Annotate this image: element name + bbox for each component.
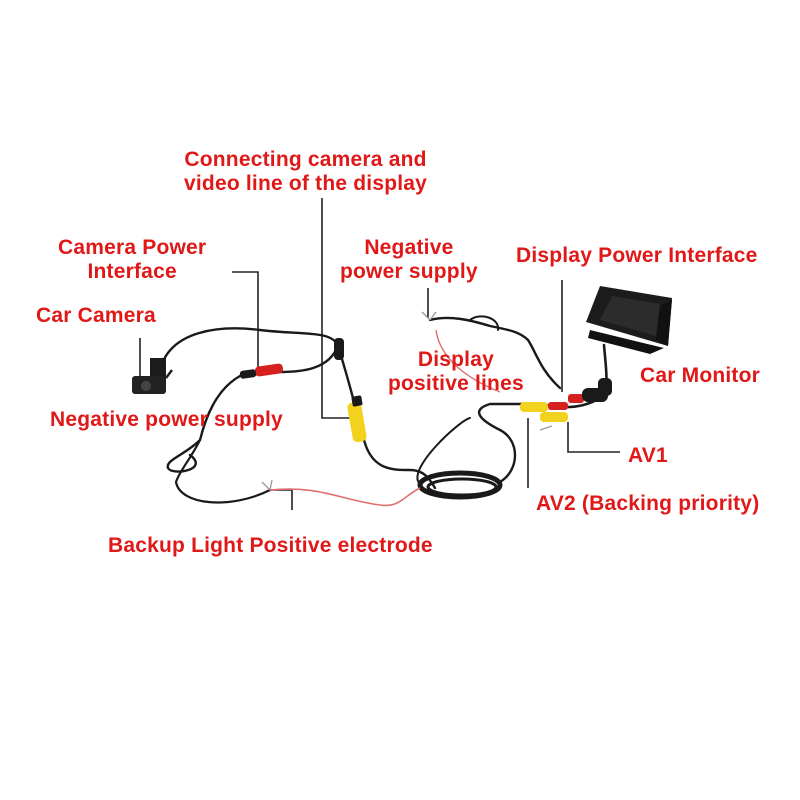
camera-power-connector [254, 363, 284, 377]
connectors [239, 338, 612, 443]
video-rca-connector [347, 401, 367, 443]
label-display-positive-lines: Display positive lines [388, 348, 524, 396]
label-backup-light: Backup Light Positive electrode [108, 534, 433, 557]
leader-camera-power [232, 271, 259, 372]
leader-av1 [567, 422, 620, 453]
av1-connector [540, 412, 568, 422]
label-car-monitor: Car Monitor [640, 364, 761, 387]
label-display-positive-line-1: Display [417, 348, 494, 371]
label-camera-power-interface: Camera Power Interface [58, 236, 206, 284]
av2-connector [520, 402, 548, 412]
cable-negative-left [166, 374, 242, 473]
label-camera-power-line-2: Interface [87, 260, 177, 283]
bare-wire-ends [261, 311, 553, 491]
label-av2: AV2 (Backing priority) [536, 492, 760, 515]
label-camera-power-line-1: Camera Power [58, 236, 207, 259]
leader-lines [139, 198, 620, 510]
car-monitor-device [586, 286, 672, 354]
cable-display-power [428, 316, 562, 390]
label-display-positive-line-2: positive lines [388, 372, 524, 395]
label-negative-top-line-2: power supply [340, 260, 478, 283]
backup-light-wire [269, 487, 421, 507]
label-negative-power-supply-left: Negative power supply [50, 408, 283, 431]
car-camera-device [132, 358, 173, 394]
cable-camera-lead [158, 327, 340, 372]
label-display-power-interface: Display Power Interface [516, 244, 758, 267]
label-av1: AV1 [628, 444, 668, 467]
cable-video-long [362, 438, 437, 490]
label-negative-top-line-1: Negative [364, 236, 454, 259]
label-connecting-video: Connecting camera and video line of the … [184, 148, 427, 196]
label-negative-power-supply-top: Negative power supply [340, 236, 478, 284]
label-car-camera: Car Camera [36, 304, 156, 327]
label-connecting-video-line-1: Connecting camera and [184, 148, 427, 171]
display-positive-wire [435, 329, 501, 393]
leader-backup-light [270, 489, 293, 510]
leader-connecting-video [321, 198, 352, 419]
label-connecting-video-line-2: video line of the display [184, 172, 428, 195]
cable-to-monitor [477, 402, 542, 484]
